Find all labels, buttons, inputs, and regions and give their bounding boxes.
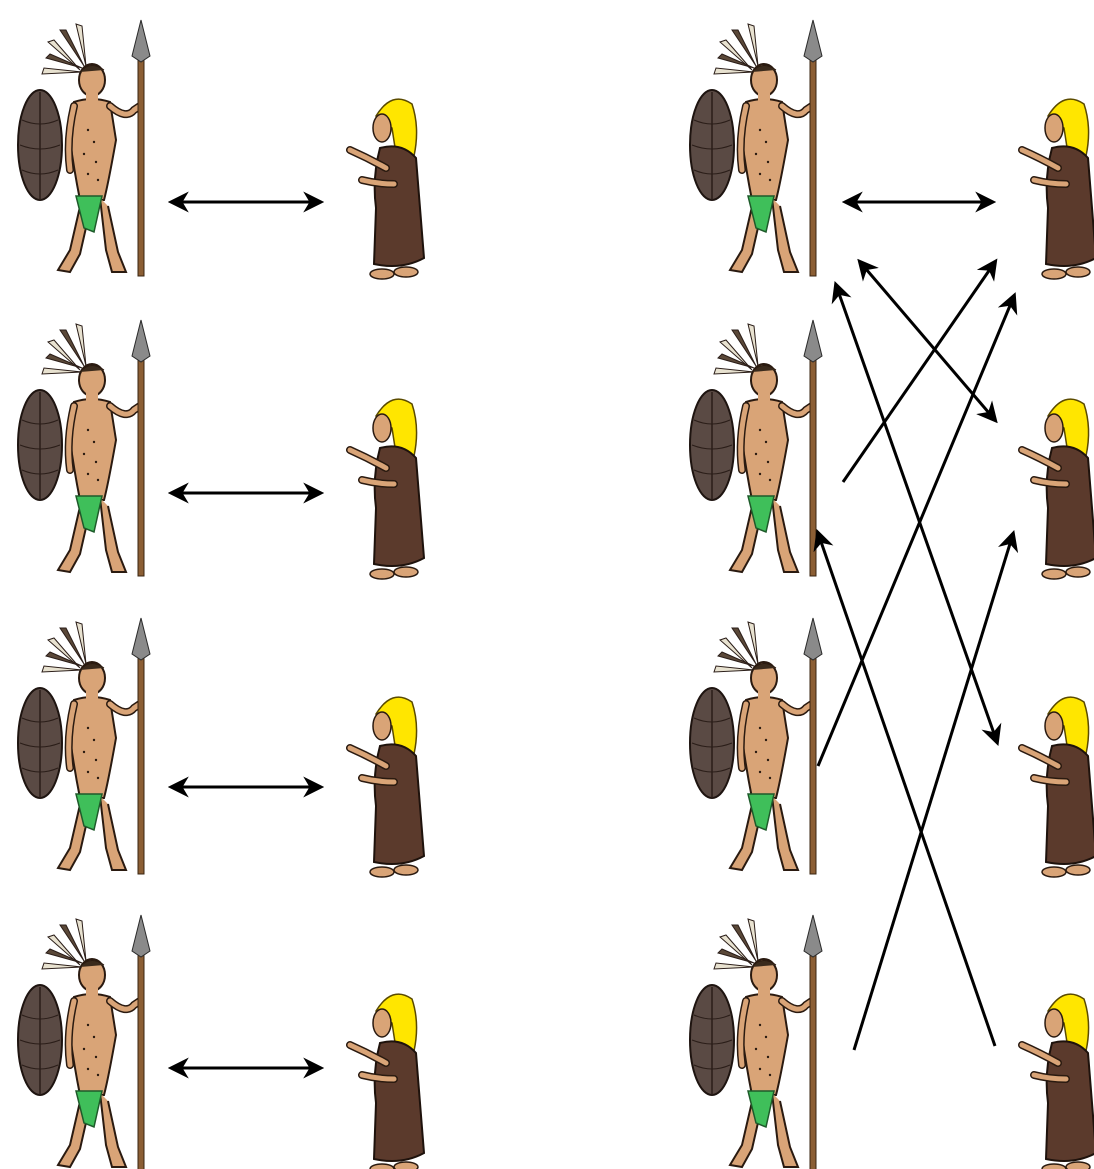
left-man-3	[18, 618, 150, 874]
right-link-arrow-5	[816, 292, 1018, 767]
right-man-3	[690, 618, 822, 874]
figures-layer	[18, 20, 1094, 1169]
right-man-4	[690, 915, 822, 1169]
right-link-arrow-2	[857, 258, 998, 424]
right-link-arrow-7	[852, 529, 1019, 1051]
left-man-1	[18, 20, 150, 276]
right-woman-4	[1022, 994, 1094, 1169]
left-woman-3	[350, 697, 424, 877]
right-link-arrow-6	[813, 529, 997, 1047]
left-man-4	[18, 915, 150, 1169]
right-man-1	[690, 20, 822, 276]
right-link-arrow-4	[831, 281, 1002, 746]
left-man-2	[18, 320, 150, 576]
left-woman-4	[350, 994, 424, 1169]
left-woman-2	[350, 399, 424, 579]
right-man-2	[690, 320, 822, 576]
right-woman-3	[1022, 697, 1094, 877]
right-woman-1	[1022, 99, 1094, 279]
arrows-layer	[167, 191, 1019, 1079]
left-woman-1	[350, 99, 424, 279]
right-woman-2	[1022, 399, 1094, 579]
